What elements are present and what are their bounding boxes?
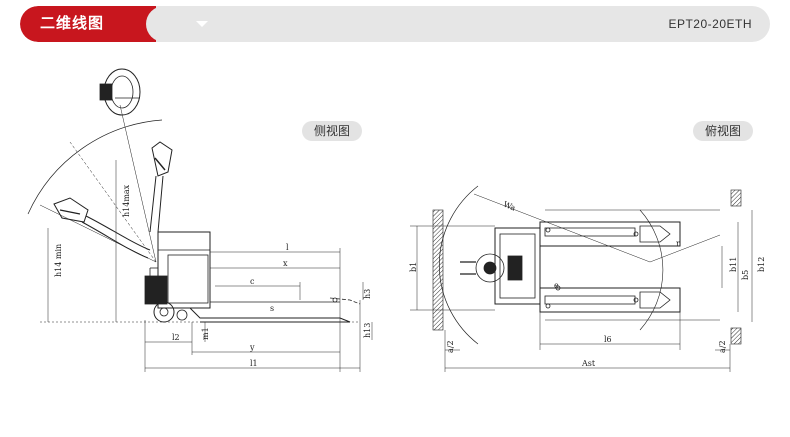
dim-r: r (676, 239, 680, 248)
truck-body (144, 231, 211, 323)
dim-a2-left: a/2 (446, 340, 455, 353)
top-view-label[interactable]: 俯视图 (693, 121, 754, 141)
chevron-down-icon[interactable] (196, 21, 208, 27)
dim-b11: b11 (729, 257, 738, 272)
dim-h14max: h14max (122, 184, 131, 217)
fork-swing-arc (639, 209, 664, 331)
dim-s: s (270, 304, 274, 313)
top-dimensions (410, 210, 753, 372)
dim-h13: h13 (363, 323, 372, 338)
dim-y: y (249, 343, 255, 352)
dim-wa: Wa (502, 200, 517, 213)
handle-swing-arc (27, 119, 163, 215)
dim-l2: l2 (172, 333, 180, 342)
dim-h3: h3 (363, 289, 372, 299)
wall-top-right (730, 189, 742, 207)
dim-l1: l1 (250, 359, 258, 368)
dim-ast: Ast (581, 359, 596, 368)
section-title: 二维线图 (20, 6, 156, 42)
view-dropdown[interactable] (146, 6, 256, 42)
tiller-head-vertical (149, 141, 173, 233)
dim-b12: b12 (757, 257, 766, 272)
swing-ref-line (69, 141, 157, 263)
side-view-label[interactable]: 侧视图 (302, 121, 363, 141)
top-view (410, 185, 753, 372)
dim-x: x (283, 259, 288, 268)
model-label: EPT20-20ETH (668, 17, 752, 31)
dim-b5: b5 (741, 270, 750, 280)
side-dimensions (40, 160, 373, 372)
side-dim-labels: l x c s h3 h13 l2 y l1 m1 h14max h14 min (54, 184, 372, 368)
turning-circle (438, 185, 479, 345)
drive-unit (475, 253, 505, 283)
wall-bottom-right (730, 327, 742, 345)
tiller-head-top (99, 68, 141, 116)
dim-m1: m1 (201, 327, 210, 340)
dim-l: l (286, 243, 289, 252)
dim-e: e (554, 281, 559, 290)
dim-l6: l6 (604, 335, 612, 344)
dim-h14min: h14 min (54, 244, 63, 277)
dim-c: c (250, 277, 255, 286)
dim-b1: b1 (409, 262, 418, 272)
wall-left (432, 209, 444, 331)
tiller-head-horizontal (53, 197, 151, 259)
header-bar: 二维线图 EPT20-20ETH (20, 6, 770, 42)
fork-upper (539, 221, 681, 247)
side-view (27, 68, 373, 372)
swing-ref-line (119, 104, 157, 263)
dim-a2-right: a/2 (718, 340, 727, 353)
fork (189, 297, 361, 323)
top-dim-labels: b1 b11 b12 b5 e l6 a/2 a/2 Ast Wa r (409, 200, 766, 368)
fork-lower (539, 287, 681, 313)
